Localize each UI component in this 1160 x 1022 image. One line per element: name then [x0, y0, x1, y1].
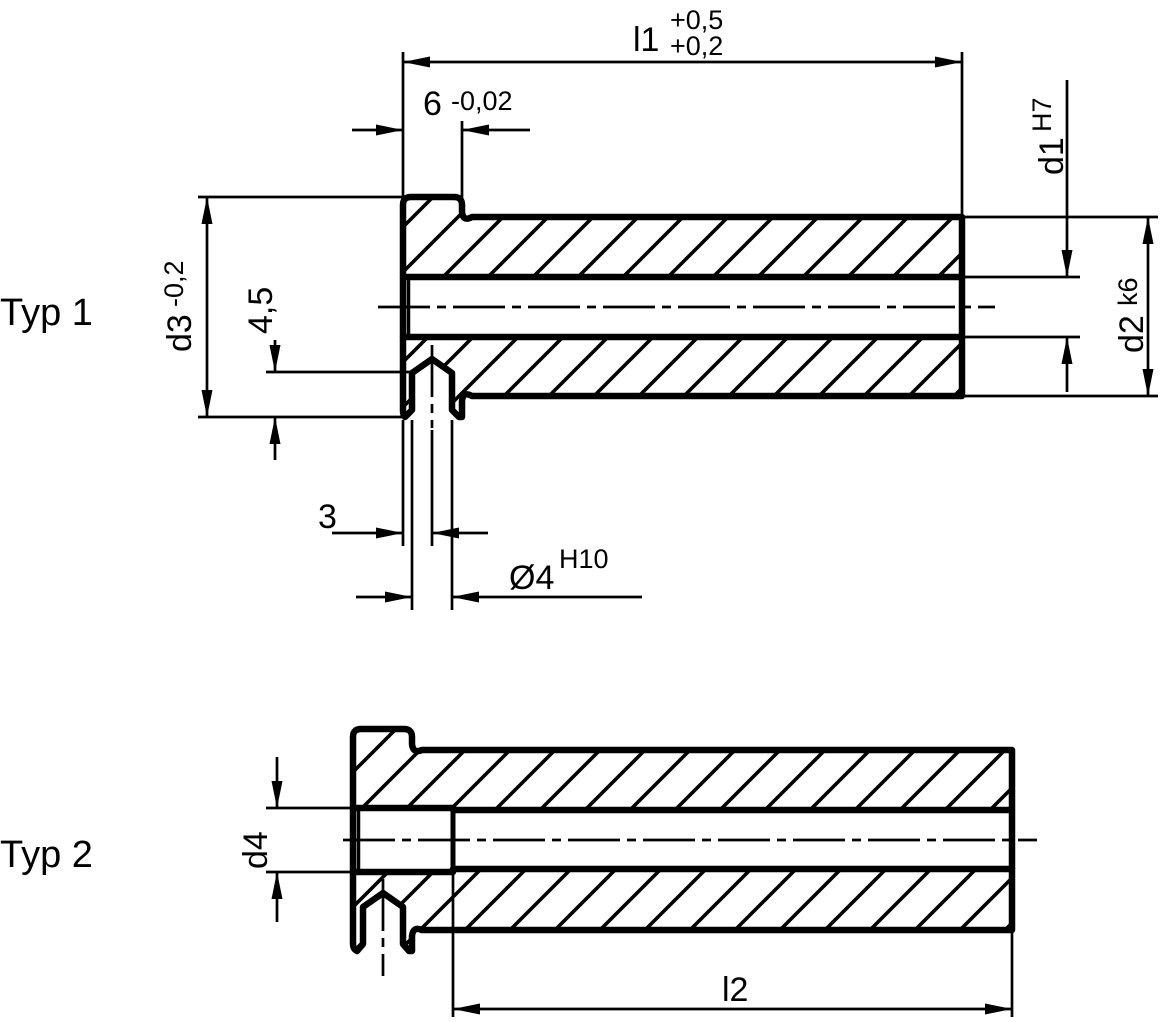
- arrowhead-top: [1142, 217, 1154, 244]
- dim-hole-dia-fit: H10: [559, 544, 609, 574]
- dim-depth-label: 4,5: [242, 287, 280, 334]
- arrowhead-top: [1061, 250, 1073, 277]
- arrowhead-bottom: [1142, 369, 1154, 396]
- arrowhead-bottom: [271, 872, 283, 899]
- dim-d3-tol: -0,2: [159, 260, 189, 307]
- typ2-view: Typ 2 d4: [0, 725, 1037, 1017]
- typ1-dim-hole-dia: Ø4 H10: [356, 420, 642, 610]
- typ1-dim-l1: l1 +0,5 +0,2: [401, 5, 964, 216]
- dim-d1-label: d1: [1033, 137, 1071, 175]
- arrowhead-bottom: [201, 390, 213, 417]
- arrowhead-left: [385, 591, 412, 603]
- typ1-label: Typ 1: [0, 292, 93, 334]
- dim-6-tol: -0,02: [451, 86, 513, 116]
- arrowhead-right: [432, 527, 459, 539]
- typ1-lower-wall-section: [399, 333, 966, 421]
- arrowhead-top: [269, 345, 281, 372]
- arrowhead-right: [462, 124, 489, 136]
- arrowhead-left: [453, 1003, 480, 1015]
- dim-l1-tol-lower: +0,2: [670, 31, 723, 61]
- dim-d2-fit: k6: [1113, 277, 1143, 306]
- dim-d2-label: d2: [1113, 315, 1151, 353]
- typ1-part: [378, 193, 995, 428]
- typ1-dim-flange-width: 6 -0,02: [352, 85, 530, 206]
- typ2-dim-d4: d4: [237, 757, 350, 922]
- arrowhead-bottom: [269, 417, 281, 444]
- arrowhead-left: [376, 124, 403, 136]
- typ2-upper-wall-section: [349, 725, 1016, 814]
- arrowhead-bottom: [1061, 337, 1073, 364]
- arrowhead-left: [403, 56, 430, 68]
- dim-d3-label: d3: [161, 314, 199, 352]
- typ2-dim-l2: l2: [451, 875, 1014, 1017]
- dim-l1-label: l1: [633, 21, 659, 59]
- typ1-dim-hole-offset: 3: [318, 420, 488, 546]
- typ1-view: Typ 1 l1 +0,5 +0,2: [0, 5, 1158, 610]
- arrowhead-right: [985, 1003, 1012, 1015]
- dim-d4-label: d4: [237, 831, 275, 869]
- typ1-dim-d2: d2 k6: [965, 215, 1158, 398]
- dim-hole-dia-label: Ø4: [509, 559, 554, 597]
- typ1-dim-d3: d3 -0,2: [159, 195, 406, 419]
- typ1-dim-hole-depth: 4,5: [242, 287, 410, 460]
- dim-d1-fit: H7: [1027, 97, 1057, 132]
- typ1-upper-wall-section: [399, 193, 966, 281]
- arrowhead-right: [452, 591, 479, 603]
- dim-l2-label: l2: [722, 971, 748, 1009]
- arrowhead-top: [271, 781, 283, 808]
- arrowhead-top: [201, 197, 213, 224]
- dim-l1-tol-upper: +0,5: [670, 5, 723, 35]
- typ1-dim-d1: d1 H7: [965, 80, 1080, 392]
- typ2-part: [343, 725, 1037, 976]
- typ2-lower-wall-section: [349, 865, 1016, 955]
- typ2-label: Typ 2: [0, 834, 93, 876]
- arrowhead-right: [935, 56, 962, 68]
- arrowhead-left: [376, 527, 403, 539]
- dim-3-label: 3: [318, 498, 337, 536]
- dim-6-label: 6: [423, 85, 442, 123]
